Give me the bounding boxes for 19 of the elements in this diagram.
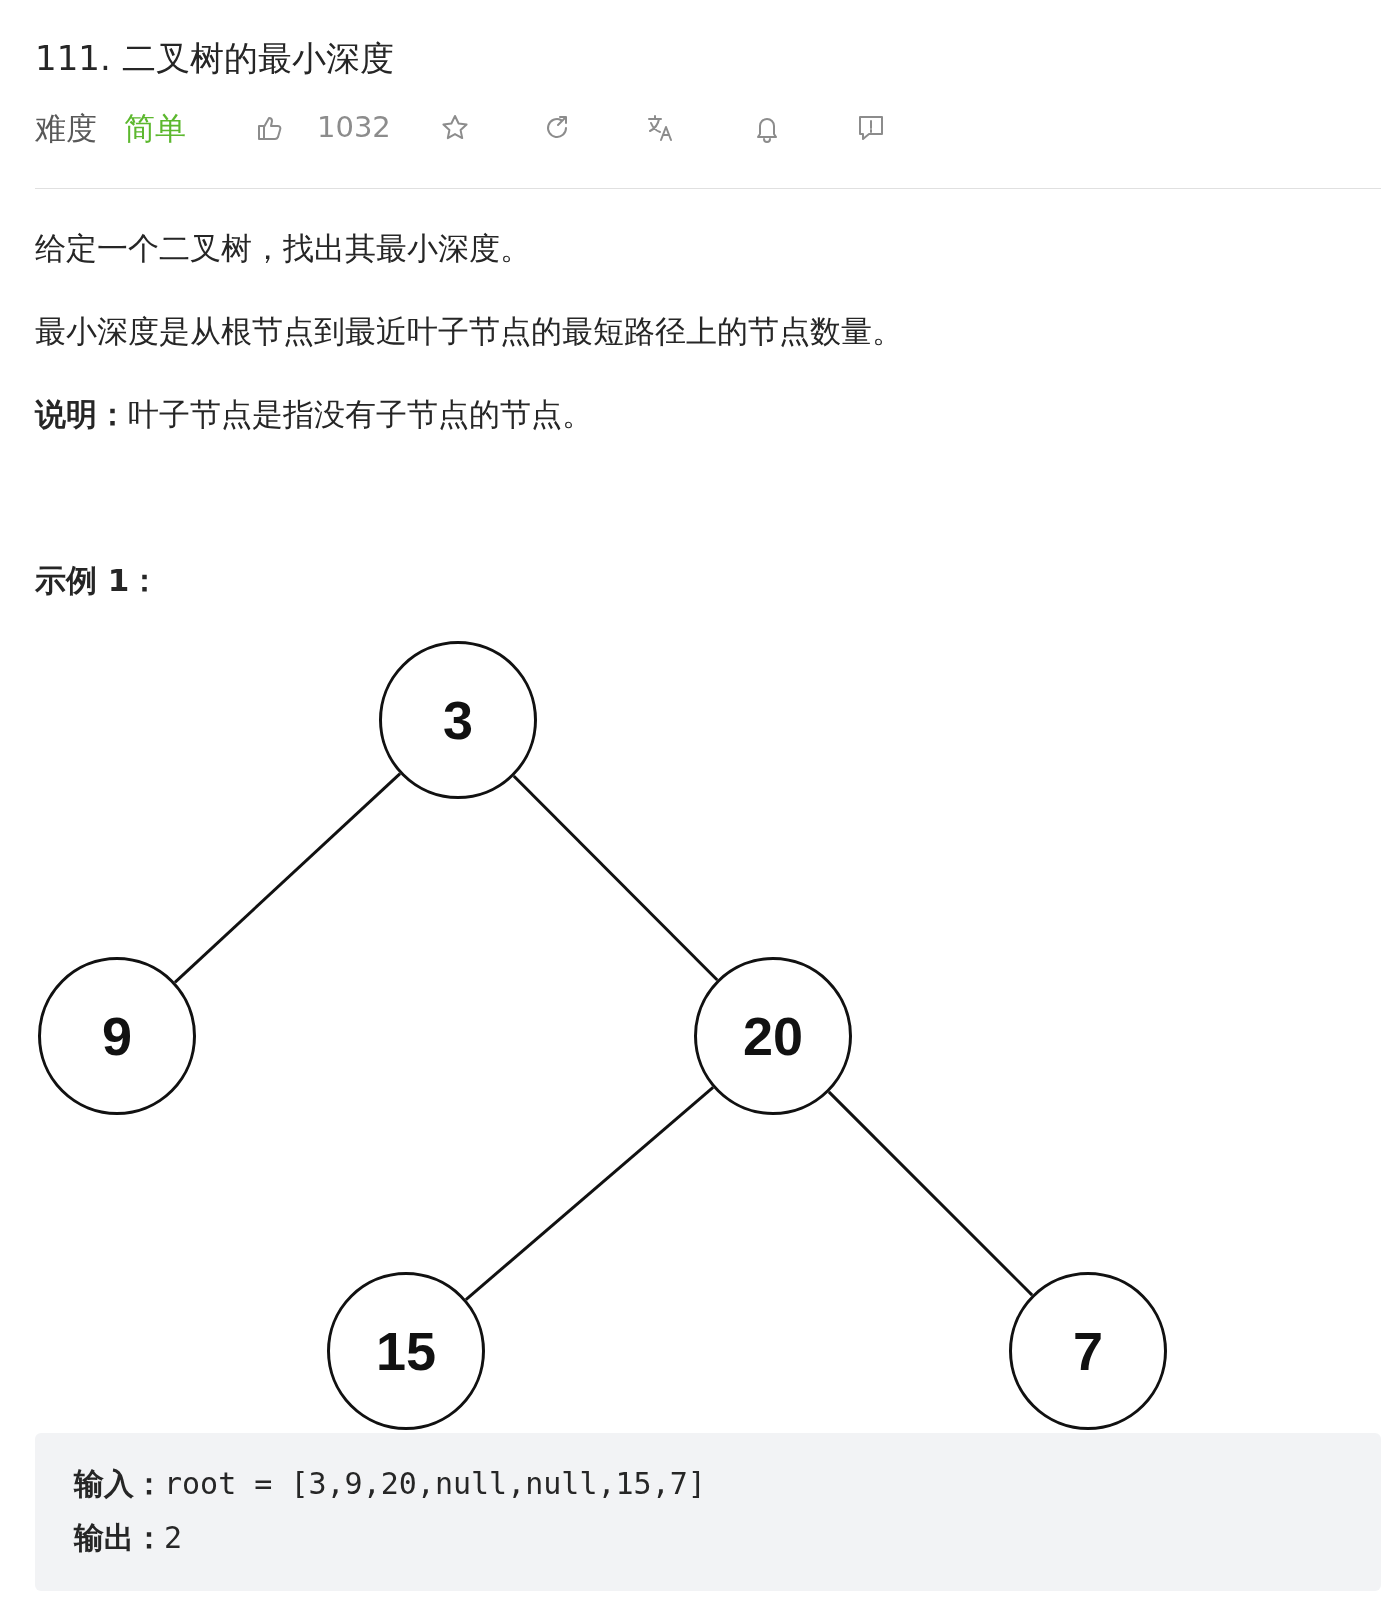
tree-edge (173, 772, 402, 984)
note-text: 说明：叶子节点是指没有子节点的节点。 (35, 395, 593, 434)
page-title: 111. 二叉树的最小深度 (35, 37, 394, 80)
tree-edge (512, 774, 719, 982)
like-count: 1032 (317, 110, 391, 144)
node-value: 20 (742, 1005, 804, 1067)
output-line: 输出：2 (74, 1519, 183, 1557)
node-value: 15 (375, 1320, 437, 1382)
tree-edge (464, 1086, 715, 1301)
description-text: 最小深度是从根节点到最近叶子节点的最短路径上的节点数量。 (35, 312, 903, 351)
node-value: 7 (1072, 1320, 1103, 1382)
node-value: 9 (101, 1005, 132, 1067)
example-heading: 示例 1： (35, 561, 161, 600)
input-line: 输入：root = [3,9,20,null,null,15,7] (74, 1465, 706, 1503)
description-text: 给定一个二叉树，找出其最小深度。 (35, 229, 531, 268)
difficulty-label: 难度 (35, 109, 97, 148)
node-value: 3 (442, 689, 473, 751)
tree-edge (827, 1090, 1034, 1297)
difficulty-value: 简单 (124, 109, 186, 148)
